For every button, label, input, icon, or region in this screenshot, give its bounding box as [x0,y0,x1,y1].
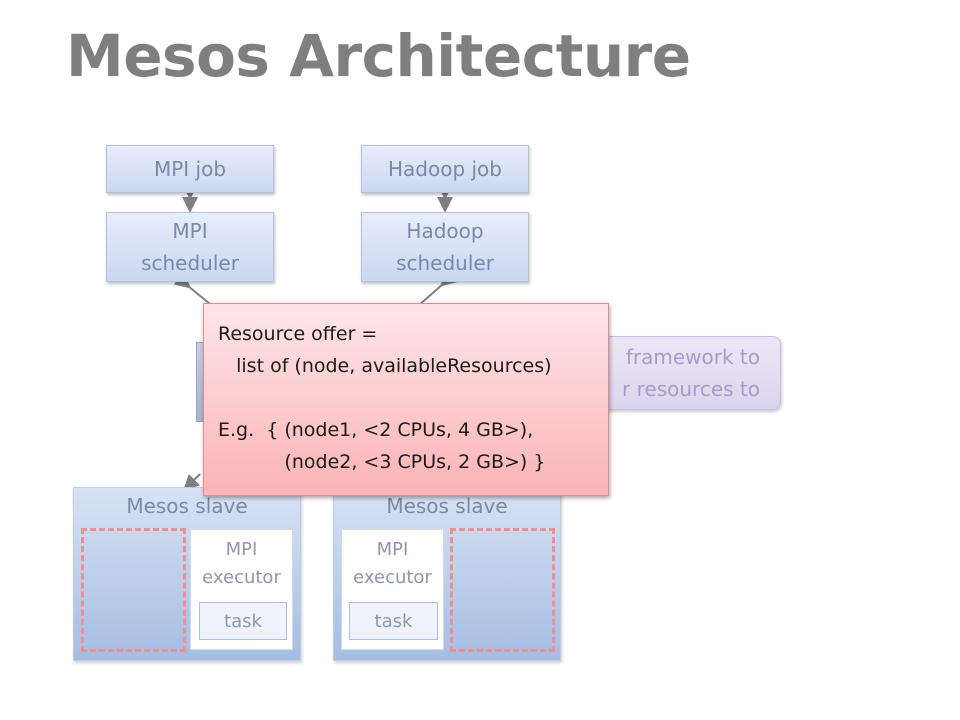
resource-offer-spacer [218,382,608,414]
mpi-scheduler-label: MPI scheduler [141,219,239,275]
mpi-scheduler-box: MPI scheduler [106,212,274,282]
master-slave-arrow [183,473,201,491]
hadoop-job-label: Hadoop job [387,157,502,181]
mpi-scheduler-master-arrow [173,272,211,305]
resource-offer-line3: E.g. { (node1, <2 CPUs, 4 GB>), [218,419,534,441]
mpi-executor-2-label: MPI executor [353,539,432,588]
task-1-label: task [224,610,262,632]
free-resources-1 [81,528,186,652]
resource-offer-line1: Resource offer = [218,323,378,345]
resource-offer-callout: Resource offer = list of (node, availabl… [203,303,609,496]
mpi-job-box: MPI job [106,145,274,193]
allocation-text-line2: r resources to [622,377,760,401]
hadoop-job-box: Hadoop job [361,145,529,193]
hadoop-scheduler-box: Hadoop scheduler [361,212,529,282]
slide-title: Mesos Architecture [66,22,691,90]
mpi-executor-1: MPI executor task [190,529,293,650]
mesos-slave-2-label: Mesos slave [386,494,508,518]
mpi-executor-1-label: MPI executor [202,539,281,588]
task-1: task [199,602,287,640]
allocation-text-line1: framework to [625,345,760,369]
free-resources-2 [450,528,555,652]
mpi-job-label: MPI job [153,157,227,181]
task-2-label: task [374,610,413,632]
resource-offer-line4: (node2, <3 CPUs, 2 GB>) } [218,451,546,473]
resource-offer-line2: list of (node, availableResources) [218,355,552,377]
hadoop-scheduler-master-arrow [417,270,458,307]
mesos-slave-1-label: Mesos slave [126,494,248,518]
task-2: task [349,602,438,640]
mpi-executor-2: MPI executor task [341,529,444,650]
mesos-slave-2: Mesos slave MPI executor task [333,487,561,661]
mesos-slave-1: Mesos slave MPI executor task [73,487,301,661]
hadoop-scheduler-label: Hadoop scheduler [396,219,494,275]
